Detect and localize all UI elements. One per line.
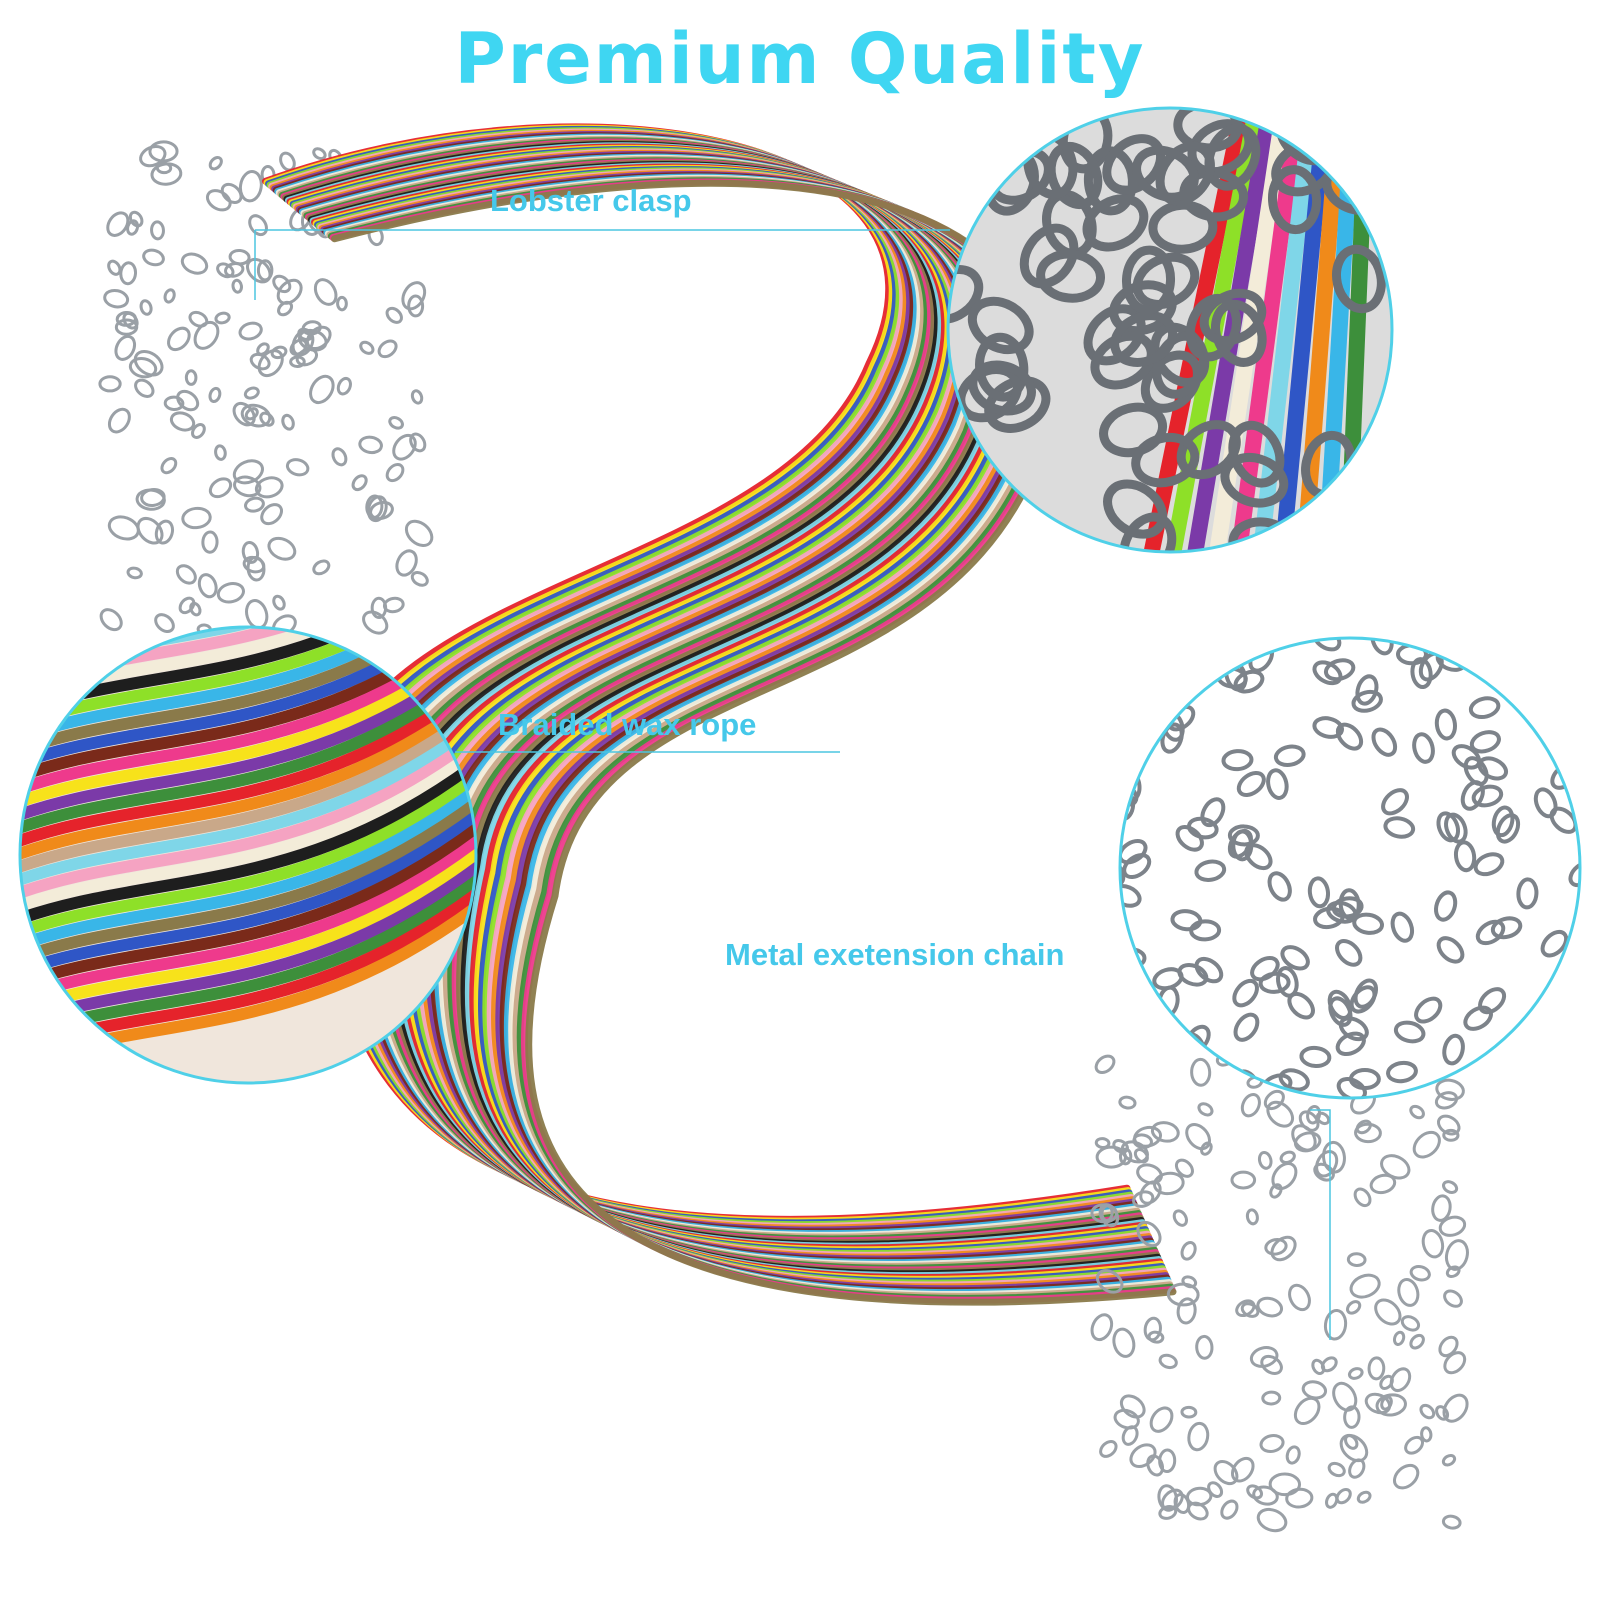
cord-strand	[331, 179, 1177, 1306]
clasp-cluster-bottom-right	[1090, 1040, 1469, 1533]
callout-braided-wax-rope: Braided wax rope	[498, 707, 757, 742]
callout-metal-extension-chain: Metal exetension chain	[725, 937, 1065, 972]
headline: Premium Quality	[454, 18, 1146, 100]
callout-lobster-clasp: Lobster clasp	[490, 183, 692, 218]
cord-bundle	[262, 123, 1177, 1306]
zoom-circle-chain	[1118, 636, 1582, 1100]
zoom-circle-clasp	[946, 106, 1394, 554]
clasp-cluster-top-left	[98, 140, 434, 636]
callout-lines	[254, 229, 1331, 1340]
zoom-circle-rope	[18, 625, 478, 1085]
